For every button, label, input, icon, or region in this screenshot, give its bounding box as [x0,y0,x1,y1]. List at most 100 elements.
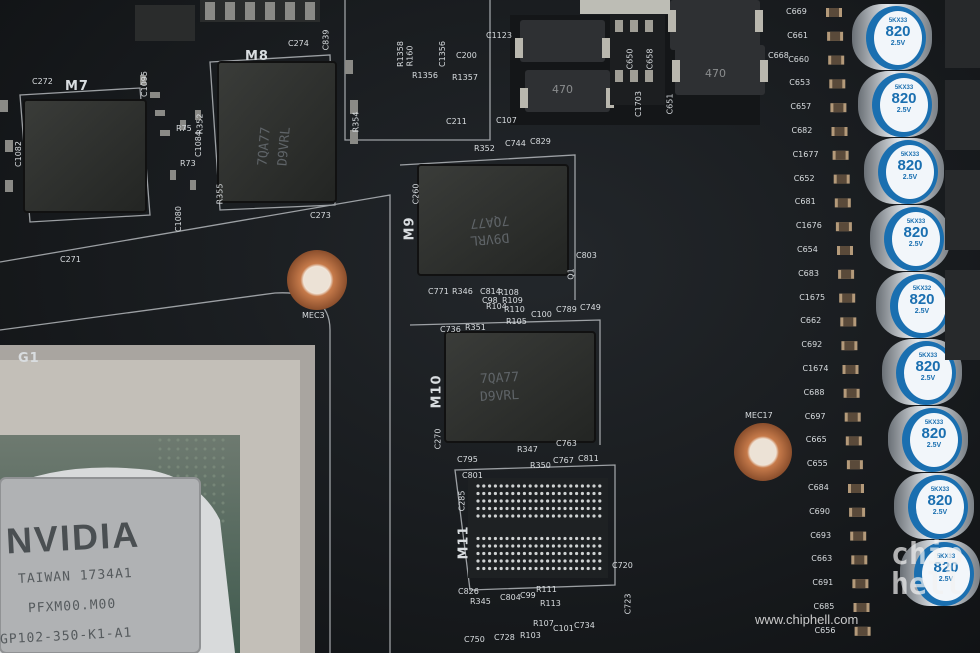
ref-label: C200 [456,51,477,60]
bga-pad [493,499,497,503]
bga-pad [540,499,544,503]
bga-pad [598,514,602,518]
smd-cap [850,531,867,541]
cap-voltage: 2.5V [902,174,918,181]
ref-label: R108 [498,288,519,297]
right-edge-parts [945,0,980,360]
substrate-dot [185,447,189,451]
smd-cap [832,150,849,160]
m9-mark-1: 7QA77 [469,212,510,231]
substrate-dot [176,474,180,478]
ref-label: R1357 [452,73,478,82]
substrate-dot [203,456,207,460]
bga-pad [592,484,596,488]
substrate-dot [221,465,225,469]
bga-pad [592,514,596,518]
bga-pad [517,491,521,496]
bga-pad [534,491,538,496]
ref-label: C829 [530,137,551,146]
bga-pad [505,491,509,496]
ref-label: C270 [433,428,443,450]
bga-pad [575,514,579,518]
substrate-dot [176,438,180,442]
cap-value: 820 [933,559,959,576]
ref-label: R354 [351,111,361,133]
bga-pad [592,566,596,571]
ref-label: C668 [768,51,789,60]
bga-pad [580,506,585,511]
substrate-dot [212,456,216,460]
bga-pad [557,559,561,563]
bga-pad [580,514,585,518]
bga-pad [575,566,579,571]
ref-label: C663 [811,554,833,564]
bga-pad [598,544,602,548]
bga-pad [528,491,532,496]
bga-pad [505,499,509,503]
bga-pad [488,551,492,556]
bga-pad [592,506,596,511]
ref-label: R350 [530,461,551,470]
bga-pad [569,559,573,563]
bga-pad [528,514,532,518]
smd-cap [826,8,842,17]
bga-pad [476,499,480,503]
bga-pad [540,484,544,488]
ref-label: C697 [804,411,826,421]
bga-pad [493,559,497,563]
substrate-dot [203,447,207,451]
ref-label: C771 [428,287,449,296]
bga-pad [505,484,509,488]
ref-label: C803 [576,251,597,260]
bga-pad [551,536,556,541]
bga-pad [499,499,503,503]
substrate-dot [203,465,207,469]
bga-pad [575,536,579,541]
ref-label: C683 [798,268,819,278]
bga-pad [488,559,492,563]
ref-label: C811 [578,454,599,463]
substrate-dot [194,465,198,469]
bga-pads [476,484,602,571]
ref-label: C1356 [437,41,447,67]
substrate-dot [167,465,171,469]
bga-pad [476,514,480,518]
ref-label: C688 [803,387,825,397]
ref-label: R104 [486,302,507,311]
bga-pad [586,551,590,556]
smd-cap [830,103,847,113]
bga-pad [546,536,550,541]
bga-pad [482,544,486,548]
bga-pad [551,544,556,548]
ref-label: C1674 [802,364,829,373]
bga-pad [563,559,567,563]
bga-pad [528,506,532,511]
ref-label: C211 [446,117,467,126]
substrate-dot [221,474,225,478]
bga-pad [586,506,590,511]
substrate-dot [212,483,216,487]
bga-pad [598,559,602,563]
ref-label: C685 [813,602,835,611]
bga-pad [580,559,585,563]
substrate-dot [212,465,216,469]
substrate-dot [167,447,171,451]
substrate-dot [176,465,180,469]
m10-mark-2: D9VRL [479,387,520,406]
cap-value: 820 [921,425,947,442]
bga-pad [511,484,515,488]
electrolytic-capacitor [852,4,932,70]
bga-pad [586,559,590,563]
bga-pad [534,484,538,488]
bga-pad [528,544,532,548]
bga-pad [522,506,527,511]
bga-pad [598,499,602,503]
ref-label: R345 [470,597,491,606]
bga-pad [569,499,573,503]
bga-pad [511,544,515,548]
substrate-dot [176,456,180,460]
ref-label: C1676 [795,221,822,231]
ref-label: C728 [494,633,515,642]
cap-value: 820 [891,90,917,107]
bga-pad [522,566,527,571]
